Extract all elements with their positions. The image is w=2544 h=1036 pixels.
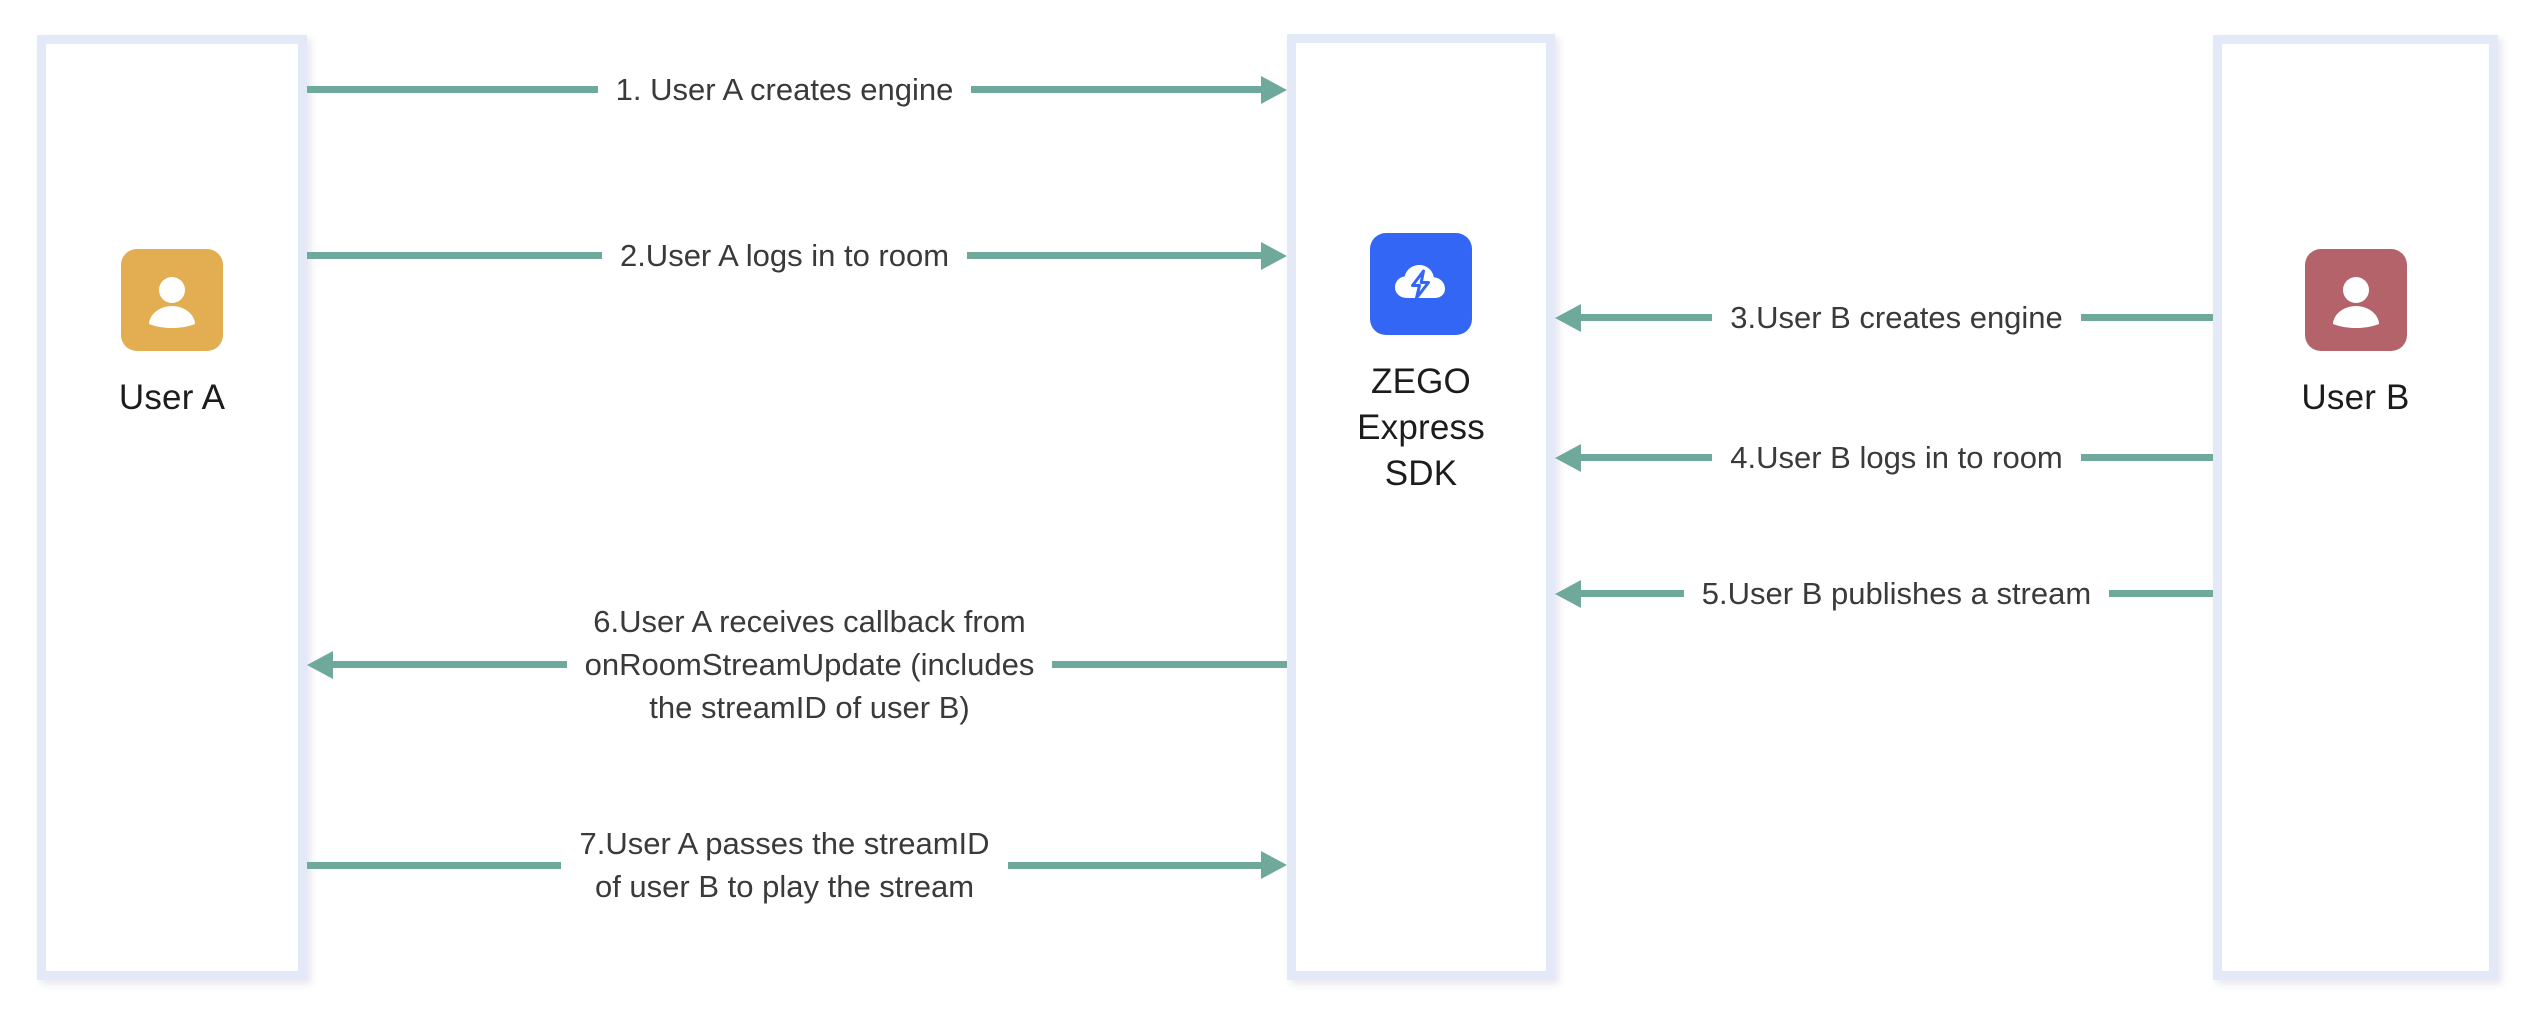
arrowhead-left-icon	[307, 650, 333, 679]
arrow-step-5-label: 5.User B publishes a stream	[1701, 576, 2092, 611]
arrow-line	[2080, 314, 2214, 321]
arrow-line	[2109, 590, 2213, 597]
arrow-step-7-label: 7.User A passes the streamID of user B t…	[579, 826, 990, 904]
arrow-step-2: 2.User A logs in to room	[307, 234, 1288, 277]
arrowhead-left-icon	[1555, 303, 1581, 332]
arrow-line	[307, 86, 598, 93]
arrow-step-1-label: 1. User A creates engine	[615, 72, 954, 107]
arrow-line	[1007, 861, 1263, 869]
zego-sdk-label: ZEGO Express SDK	[1357, 362, 1485, 493]
arrow-step-2-label: 2.User A logs in to room	[619, 238, 950, 273]
arrowhead-left-icon	[1555, 443, 1581, 472]
arrow-step-6-label: 6.User A receives callback from onRoomSt…	[584, 604, 1035, 725]
person-avatar-icon	[149, 277, 195, 328]
arrow-line	[1052, 661, 1288, 668]
user-b-avatar	[2304, 249, 2407, 351]
zego-sdk-logo	[1370, 233, 1472, 335]
arrow-line	[971, 86, 1263, 93]
node-zego-sdk: ZEGO Express SDK	[1296, 233, 1546, 497]
arrow-line	[332, 661, 567, 668]
arrow-line	[1580, 590, 1684, 597]
arrow-step-1: 1. User A creates engine	[307, 68, 1288, 111]
user-b-label: User B	[2301, 378, 2410, 417]
arrow-step-4-label: 4.User B logs in to room	[1730, 440, 2063, 475]
user-a-avatar	[121, 249, 223, 351]
arrow-step-7: 7.User A passes the streamID of user B t…	[307, 822, 1288, 908]
arrow-line	[2080, 454, 2213, 461]
person-avatar-icon	[2332, 277, 2379, 328]
arrow-step-3: 3.User B creates engine	[1555, 296, 2214, 339]
arrow-step-4: 4.User B logs in to room	[1555, 436, 2213, 479]
user-a-label: User A	[118, 378, 226, 417]
arrowhead-left-icon	[1555, 579, 1581, 608]
arrowhead-right-icon	[1261, 241, 1288, 270]
node-user-a: User A	[46, 249, 298, 421]
node-user-b: User B	[2222, 249, 2489, 421]
lane-zego-sdk: ZEGO Express SDK	[1287, 34, 1555, 980]
arrow-line	[1580, 314, 1713, 321]
arrow-step-3-label: 3.User B creates engine	[1730, 300, 2063, 335]
lane-user-b: User B	[2213, 35, 2498, 980]
arrow-line	[307, 252, 602, 259]
arrow-step-6: 6.User A receives callback from onRoomSt…	[307, 600, 1288, 729]
arrow-line	[967, 252, 1263, 259]
arrow-line	[1580, 454, 1713, 461]
arrow-line	[307, 861, 562, 869]
arrowhead-right-icon	[1261, 75, 1288, 104]
arrowhead-right-icon	[1261, 851, 1288, 879]
zego-cloud-bolt-logo	[1395, 265, 1445, 300]
lane-user-a: User A	[37, 35, 307, 980]
arrow-step-5: 5.User B publishes a stream	[1555, 572, 2213, 615]
